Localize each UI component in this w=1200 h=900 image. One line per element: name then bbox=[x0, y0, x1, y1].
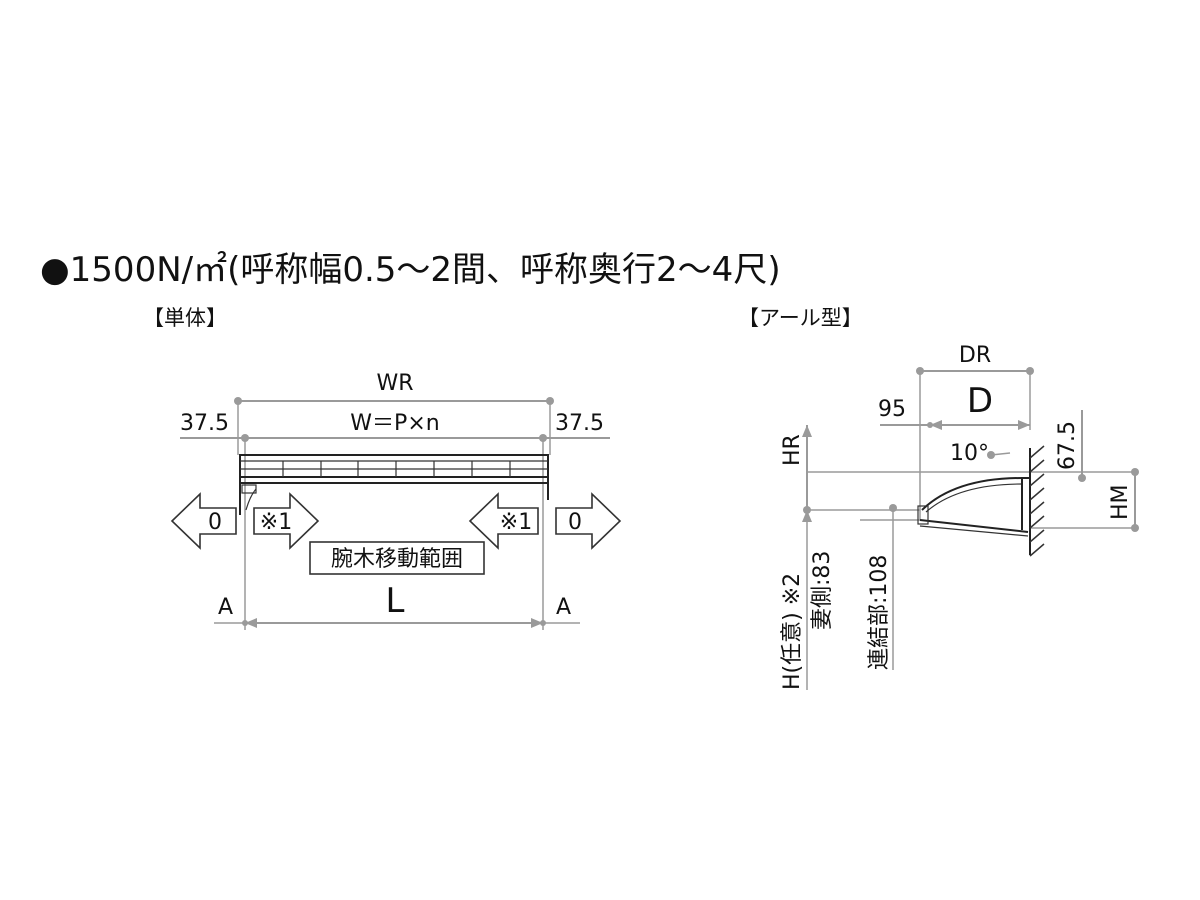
h-optional-label: H(任意) ※2 bbox=[780, 573, 805, 690]
angle-label: 10° bbox=[950, 441, 989, 466]
angle-marker-line bbox=[990, 452, 1011, 456]
arrow-right-inward: ※1 bbox=[468, 492, 539, 550]
arrow-left-inward: ※1 bbox=[253, 492, 320, 550]
hm-label: HM bbox=[1108, 484, 1133, 520]
depth-arrowhead-right bbox=[1018, 420, 1030, 430]
diagram-title: ●1500N/㎡(呼称幅0.5～2間、呼称奥行2～4尺) bbox=[40, 250, 781, 290]
dim-67-5-group: 67.5 bbox=[1055, 410, 1086, 482]
arrow-right-outward-label: 0 bbox=[568, 510, 582, 535]
wr-label: WR bbox=[376, 371, 413, 396]
left-view-heading: 【単体】 bbox=[143, 306, 227, 330]
hr-arrowhead bbox=[802, 425, 812, 437]
arrow-left-outward: 0 bbox=[170, 492, 237, 550]
canopy-front-elevation bbox=[239, 454, 549, 515]
dim-67-5-dot bbox=[1078, 474, 1086, 482]
range-box-label: 腕木移動範囲 bbox=[331, 547, 463, 572]
depth-arrowhead-left bbox=[930, 420, 942, 430]
length-end-dot-left bbox=[242, 620, 248, 626]
hr-label: HR bbox=[780, 434, 805, 466]
dim-67-5-label: 67.5 bbox=[1055, 421, 1080, 470]
dr-label: DR bbox=[959, 343, 991, 368]
joint-part-label: 連結部:108 bbox=[867, 555, 892, 670]
length-arrowhead-left bbox=[245, 618, 257, 628]
arrow-left-inward-label: ※1 bbox=[260, 510, 292, 535]
length-arrowhead-right bbox=[531, 618, 543, 628]
joint-dot bbox=[889, 504, 897, 512]
range-box bbox=[309, 541, 485, 575]
offset-95-label: 95 bbox=[878, 397, 906, 422]
left-view-single: 【単体】 WR 37.5 37.5 W＝P×n bbox=[143, 306, 622, 630]
depth-end-dot bbox=[927, 422, 933, 428]
wall-hatching bbox=[1029, 445, 1045, 557]
h-dot bbox=[803, 506, 811, 514]
side-left-label: 37.5 bbox=[180, 411, 229, 436]
arch-canopy-profile bbox=[917, 477, 1030, 537]
side-right-label: 37.5 bbox=[555, 411, 604, 436]
a-left-label: A bbox=[218, 595, 233, 620]
right-view-arch: 【アール型】 DR D 95 10° 67.5 HR HM bbox=[738, 306, 1139, 690]
arrow-right-outward: 0 bbox=[555, 492, 622, 550]
arrow-left-outward-label: 0 bbox=[208, 510, 222, 535]
h-arrowhead bbox=[802, 510, 812, 522]
depth-label: D bbox=[967, 381, 993, 421]
a-right-label: A bbox=[556, 595, 571, 620]
length-end-dot-right bbox=[540, 620, 546, 626]
width-formula-label: W＝P×n bbox=[350, 411, 439, 436]
length-label: L bbox=[386, 581, 405, 621]
gable-side-label: 妻側:83 bbox=[810, 551, 835, 630]
arrow-right-inward-label: ※1 bbox=[500, 510, 532, 535]
right-view-heading: 【アール型】 bbox=[738, 306, 863, 330]
